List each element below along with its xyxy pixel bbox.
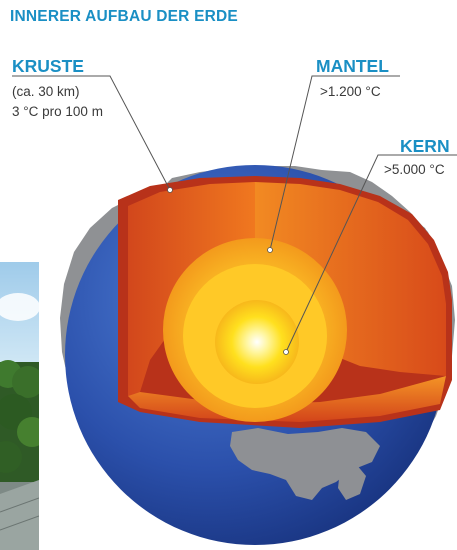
leader-lines	[12, 75, 457, 353]
label-kern: KERN	[400, 136, 450, 156]
label-kruste-gradient: 3 °C pro 100 m	[12, 104, 103, 119]
label-kruste: KRUSTE	[12, 56, 84, 76]
label-mantel: MANTEL	[316, 56, 389, 76]
label-mantel-temp: >1.200 °C	[320, 84, 381, 99]
cutaway-wedge	[118, 176, 452, 428]
background-photo-strip	[0, 262, 39, 550]
label-kern-temp: >5.000 °C	[384, 162, 445, 177]
diagram-title: INNERER AUFBAU DER ERDE	[10, 8, 238, 25]
label-kruste-depth: (ca. 30 km)	[12, 84, 80, 99]
inner-core	[215, 300, 299, 384]
